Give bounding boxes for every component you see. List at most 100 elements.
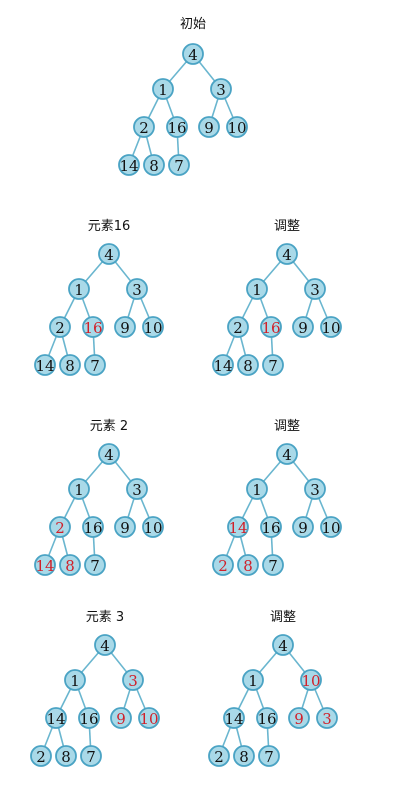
node-circle — [320, 516, 342, 538]
node-label: 16 — [257, 710, 276, 728]
tree-node: 2 — [212, 554, 234, 576]
tree-node: 3 — [304, 478, 326, 500]
node-circle — [262, 554, 284, 576]
node-circle — [138, 707, 160, 729]
node-label: 2 — [139, 119, 149, 137]
node-label: 2 — [55, 519, 65, 537]
node-label: 4 — [188, 46, 198, 64]
tree-node: 9 — [198, 116, 220, 138]
node-circle — [82, 316, 104, 338]
tree-node: 16 — [166, 116, 188, 138]
node-circle — [59, 354, 81, 376]
node-label: 8 — [243, 357, 253, 375]
tree-node: 14 — [45, 707, 67, 729]
node-circle — [304, 478, 326, 500]
panel-caption: 调整 — [274, 419, 300, 434]
tree-node: 16 — [260, 516, 282, 538]
tree-node: 8 — [143, 154, 165, 176]
node-label: 1 — [252, 481, 262, 499]
node-circle — [212, 354, 234, 376]
node-label: 3 — [310, 481, 320, 499]
node-circle — [126, 278, 148, 300]
tree-node: 10 — [320, 316, 342, 338]
panel-caption: 调整 — [274, 219, 300, 234]
tree-node: 4 — [98, 443, 120, 465]
node-label: 9 — [116, 710, 126, 728]
node-circle — [110, 707, 132, 729]
tree-node: 4 — [94, 634, 116, 656]
tree-node: 1 — [68, 278, 90, 300]
node-label: 3 — [322, 710, 332, 728]
node-circle — [49, 516, 71, 538]
node-label: 1 — [252, 281, 262, 299]
node-circle — [258, 745, 280, 767]
panel-caption: 调整 — [270, 610, 296, 625]
node-label: 14 — [228, 519, 247, 537]
tree-node: 14 — [223, 707, 245, 729]
node-circle — [34, 354, 56, 376]
tree-node: 7 — [168, 154, 190, 176]
tree-node: 1 — [246, 478, 268, 500]
tree-node: 7 — [84, 354, 106, 376]
node-circle — [80, 745, 102, 767]
node-circle — [45, 707, 67, 729]
tree-node: 16 — [260, 316, 282, 338]
node-circle — [262, 354, 284, 376]
node-label: 16 — [83, 519, 102, 537]
node-label: 9 — [120, 519, 130, 537]
tree-node: 16 — [256, 707, 278, 729]
node-circle — [118, 154, 140, 176]
tree-node: 3 — [210, 78, 232, 100]
node-label: 7 — [268, 557, 278, 575]
node-circle — [78, 707, 100, 729]
node-circle — [260, 316, 282, 338]
node-label: 14 — [35, 357, 54, 375]
tree-node: 7 — [262, 554, 284, 576]
node-label: 2 — [214, 748, 224, 766]
node-label: 1 — [74, 481, 84, 499]
node-circle — [142, 316, 164, 338]
node-circle — [227, 316, 249, 338]
tree-node: 9 — [110, 707, 132, 729]
node-label: 16 — [167, 119, 186, 137]
node-label: 4 — [278, 637, 288, 655]
tree-node: 1 — [246, 278, 268, 300]
node-circle — [212, 554, 234, 576]
node-label: 3 — [216, 81, 226, 99]
node-circle — [246, 478, 268, 500]
node-label: 10 — [143, 319, 162, 337]
node-label: 7 — [174, 157, 184, 175]
node-circle — [114, 316, 136, 338]
tree-node: 9 — [292, 316, 314, 338]
tree-node: 7 — [84, 554, 106, 576]
node-circle — [260, 516, 282, 538]
node-label: 16 — [261, 519, 280, 537]
node-circle — [242, 669, 264, 691]
panel-caption: 元素 2 — [90, 419, 128, 434]
node-circle — [68, 278, 90, 300]
node-label: 16 — [261, 319, 280, 337]
tree-node: 14 — [118, 154, 140, 176]
node-circle — [34, 554, 56, 576]
node-circle — [304, 278, 326, 300]
node-circle — [226, 116, 248, 138]
node-label: 10 — [321, 319, 340, 337]
node-label: 14 — [46, 710, 65, 728]
node-label: 14 — [35, 557, 54, 575]
tree-node: 8 — [237, 354, 259, 376]
tree-node: 1 — [152, 78, 174, 100]
tree-node: 14 — [34, 554, 56, 576]
node-circle — [292, 516, 314, 538]
tree-node: 4 — [276, 243, 298, 265]
node-circle — [94, 634, 116, 656]
node-circle — [256, 707, 278, 729]
tree-node: 4 — [98, 243, 120, 265]
tree-node: 1 — [64, 669, 86, 691]
tree-node: 14 — [212, 354, 234, 376]
tree-node: 4 — [272, 634, 294, 656]
tree-node: 10 — [142, 316, 164, 338]
tree-node: 3 — [122, 669, 144, 691]
node-label: 8 — [243, 557, 253, 575]
node-label: 9 — [298, 519, 308, 537]
